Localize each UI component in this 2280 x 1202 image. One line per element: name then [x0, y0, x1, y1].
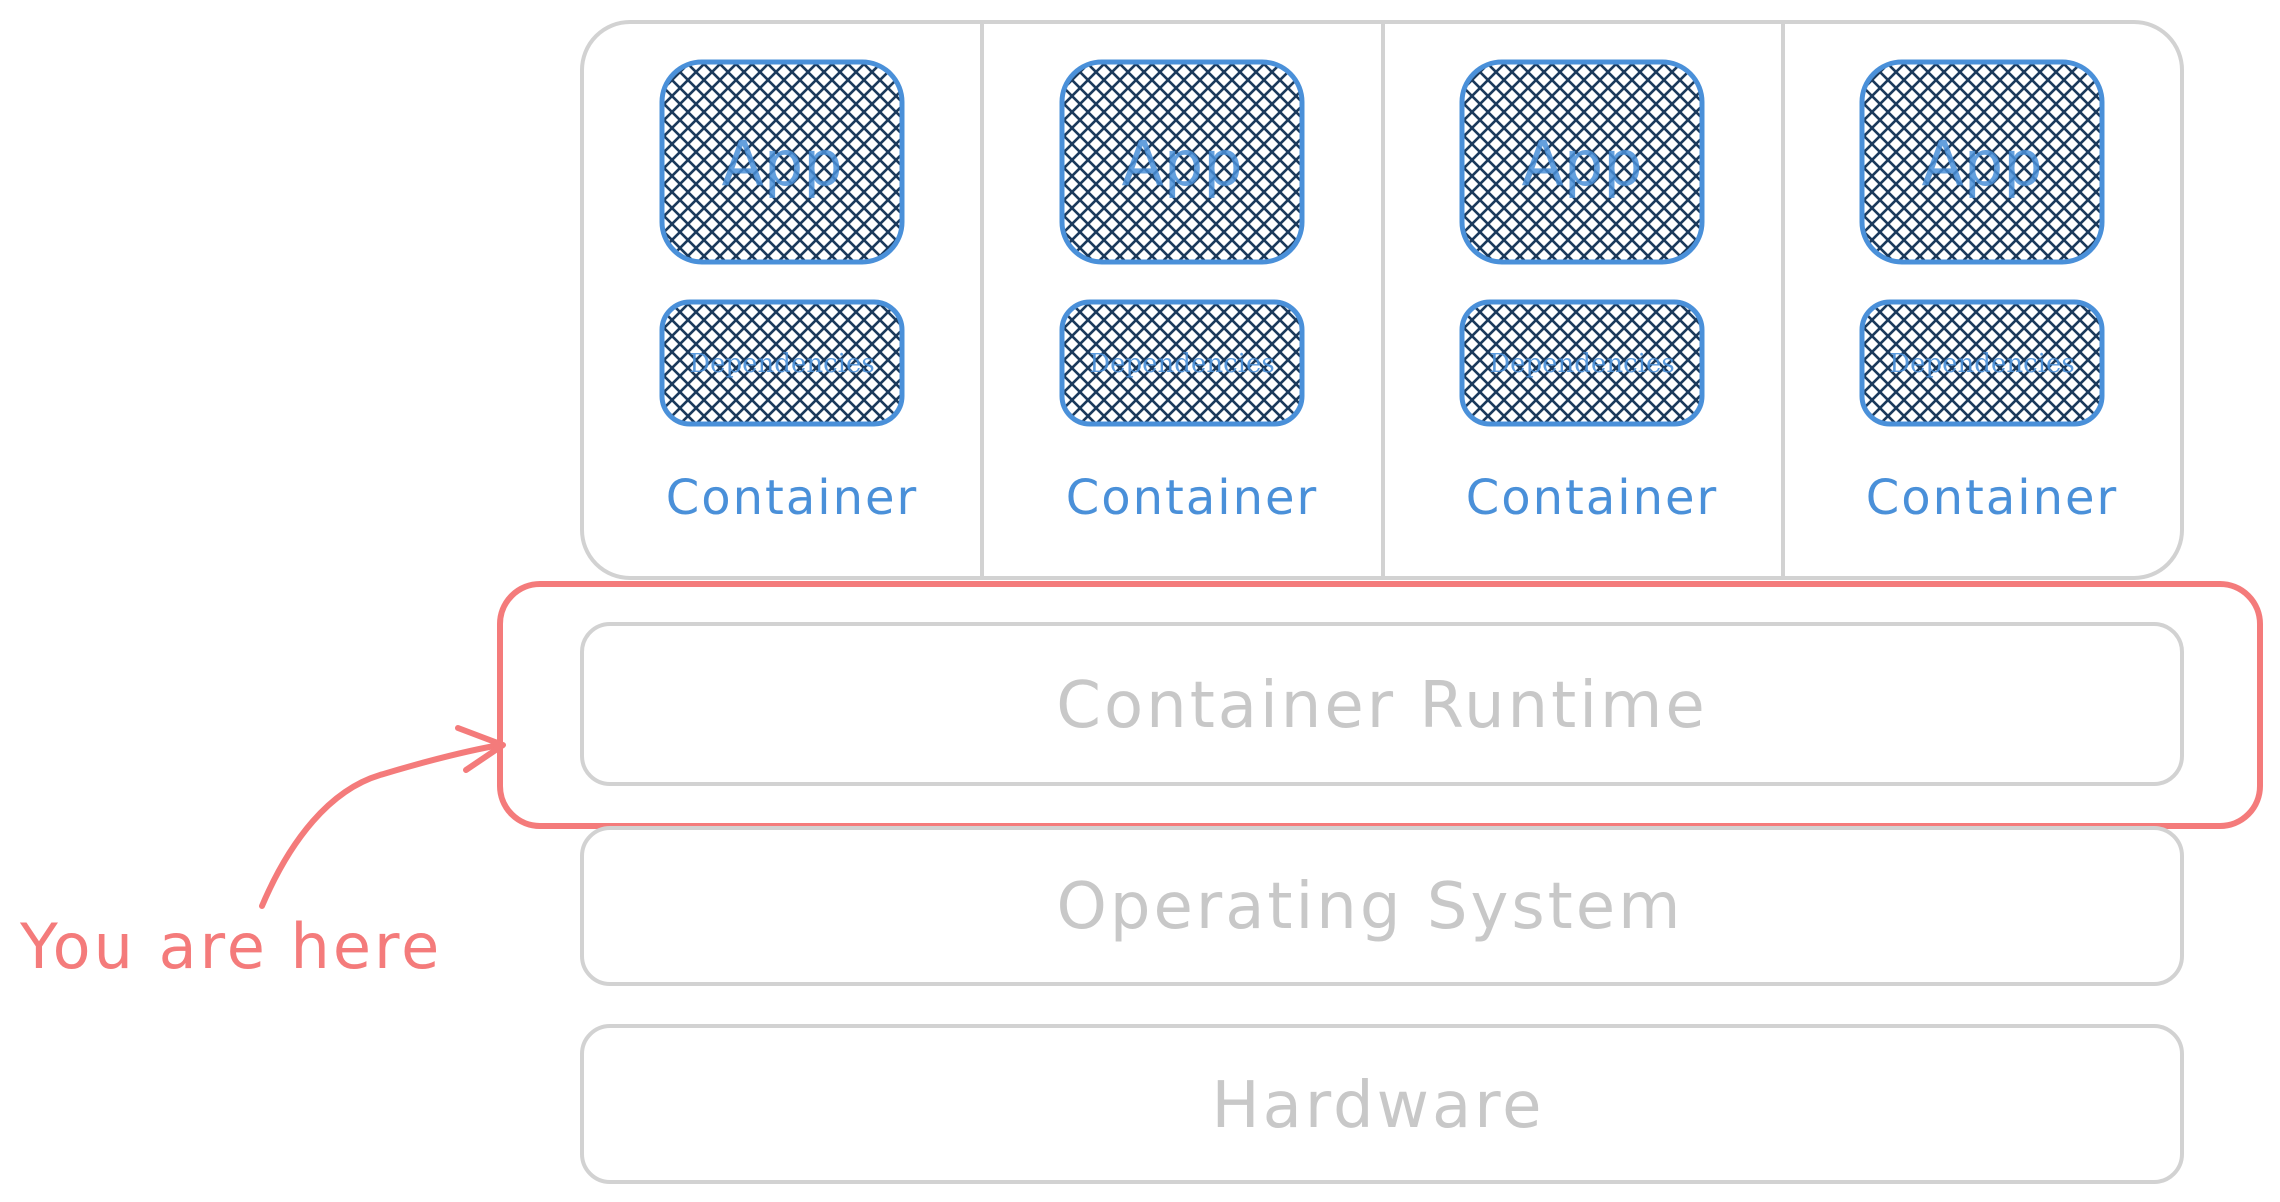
app-label: App [1521, 127, 1642, 200]
hardware-box [580, 1024, 2184, 1184]
hardware-label: Hardware [1212, 1069, 1545, 1143]
dependencies-label: Dependencies [1089, 349, 1274, 379]
container-cell: App Dependencies Container [1059, 59, 1319, 526]
container-label: Container [1866, 470, 2119, 526]
container-label: Container [666, 470, 919, 526]
dependencies-box [659, 299, 905, 427]
hardware-layer: Hardware [580, 1024, 2184, 1184]
container-cell: App Dependencies Container [659, 59, 919, 526]
os-layer: Operating System [580, 826, 2184, 986]
container-cell: App Dependencies Container [1859, 59, 2119, 526]
dependencies-box [1859, 299, 2105, 427]
container-label: Container [1466, 470, 1719, 526]
dependencies-label: Dependencies [1489, 349, 1674, 379]
runtime-layer: Container Runtime [580, 622, 2184, 786]
containers-group: App Dependencies Container App Dependenc… [580, 20, 2184, 580]
annotation-label: You are here [19, 910, 442, 983]
container-cell: App Dependencies Container [1459, 59, 1719, 526]
app-label: App [1121, 127, 1242, 200]
dependencies-label: Dependencies [689, 349, 874, 379]
dependencies-box [1059, 299, 1305, 427]
app-box [659, 59, 905, 265]
annotation-group: You are here [19, 725, 506, 983]
os-box [580, 826, 2184, 986]
arrow-icon [259, 742, 503, 909]
runtime-box [580, 622, 2184, 786]
container-label: Container [1066, 470, 1319, 526]
dependencies-box [1459, 299, 1705, 427]
app-box [1459, 59, 1705, 265]
app-box [1859, 59, 2105, 265]
app-label: App [1921, 127, 2042, 200]
dependencies-label: Dependencies [1889, 349, 2074, 379]
arrowhead-icon [455, 725, 506, 773]
app-box [1059, 59, 1305, 265]
app-label: App [721, 127, 842, 200]
runtime-label: Container Runtime [1056, 669, 1707, 743]
os-label: Operating System [1057, 870, 1684, 944]
